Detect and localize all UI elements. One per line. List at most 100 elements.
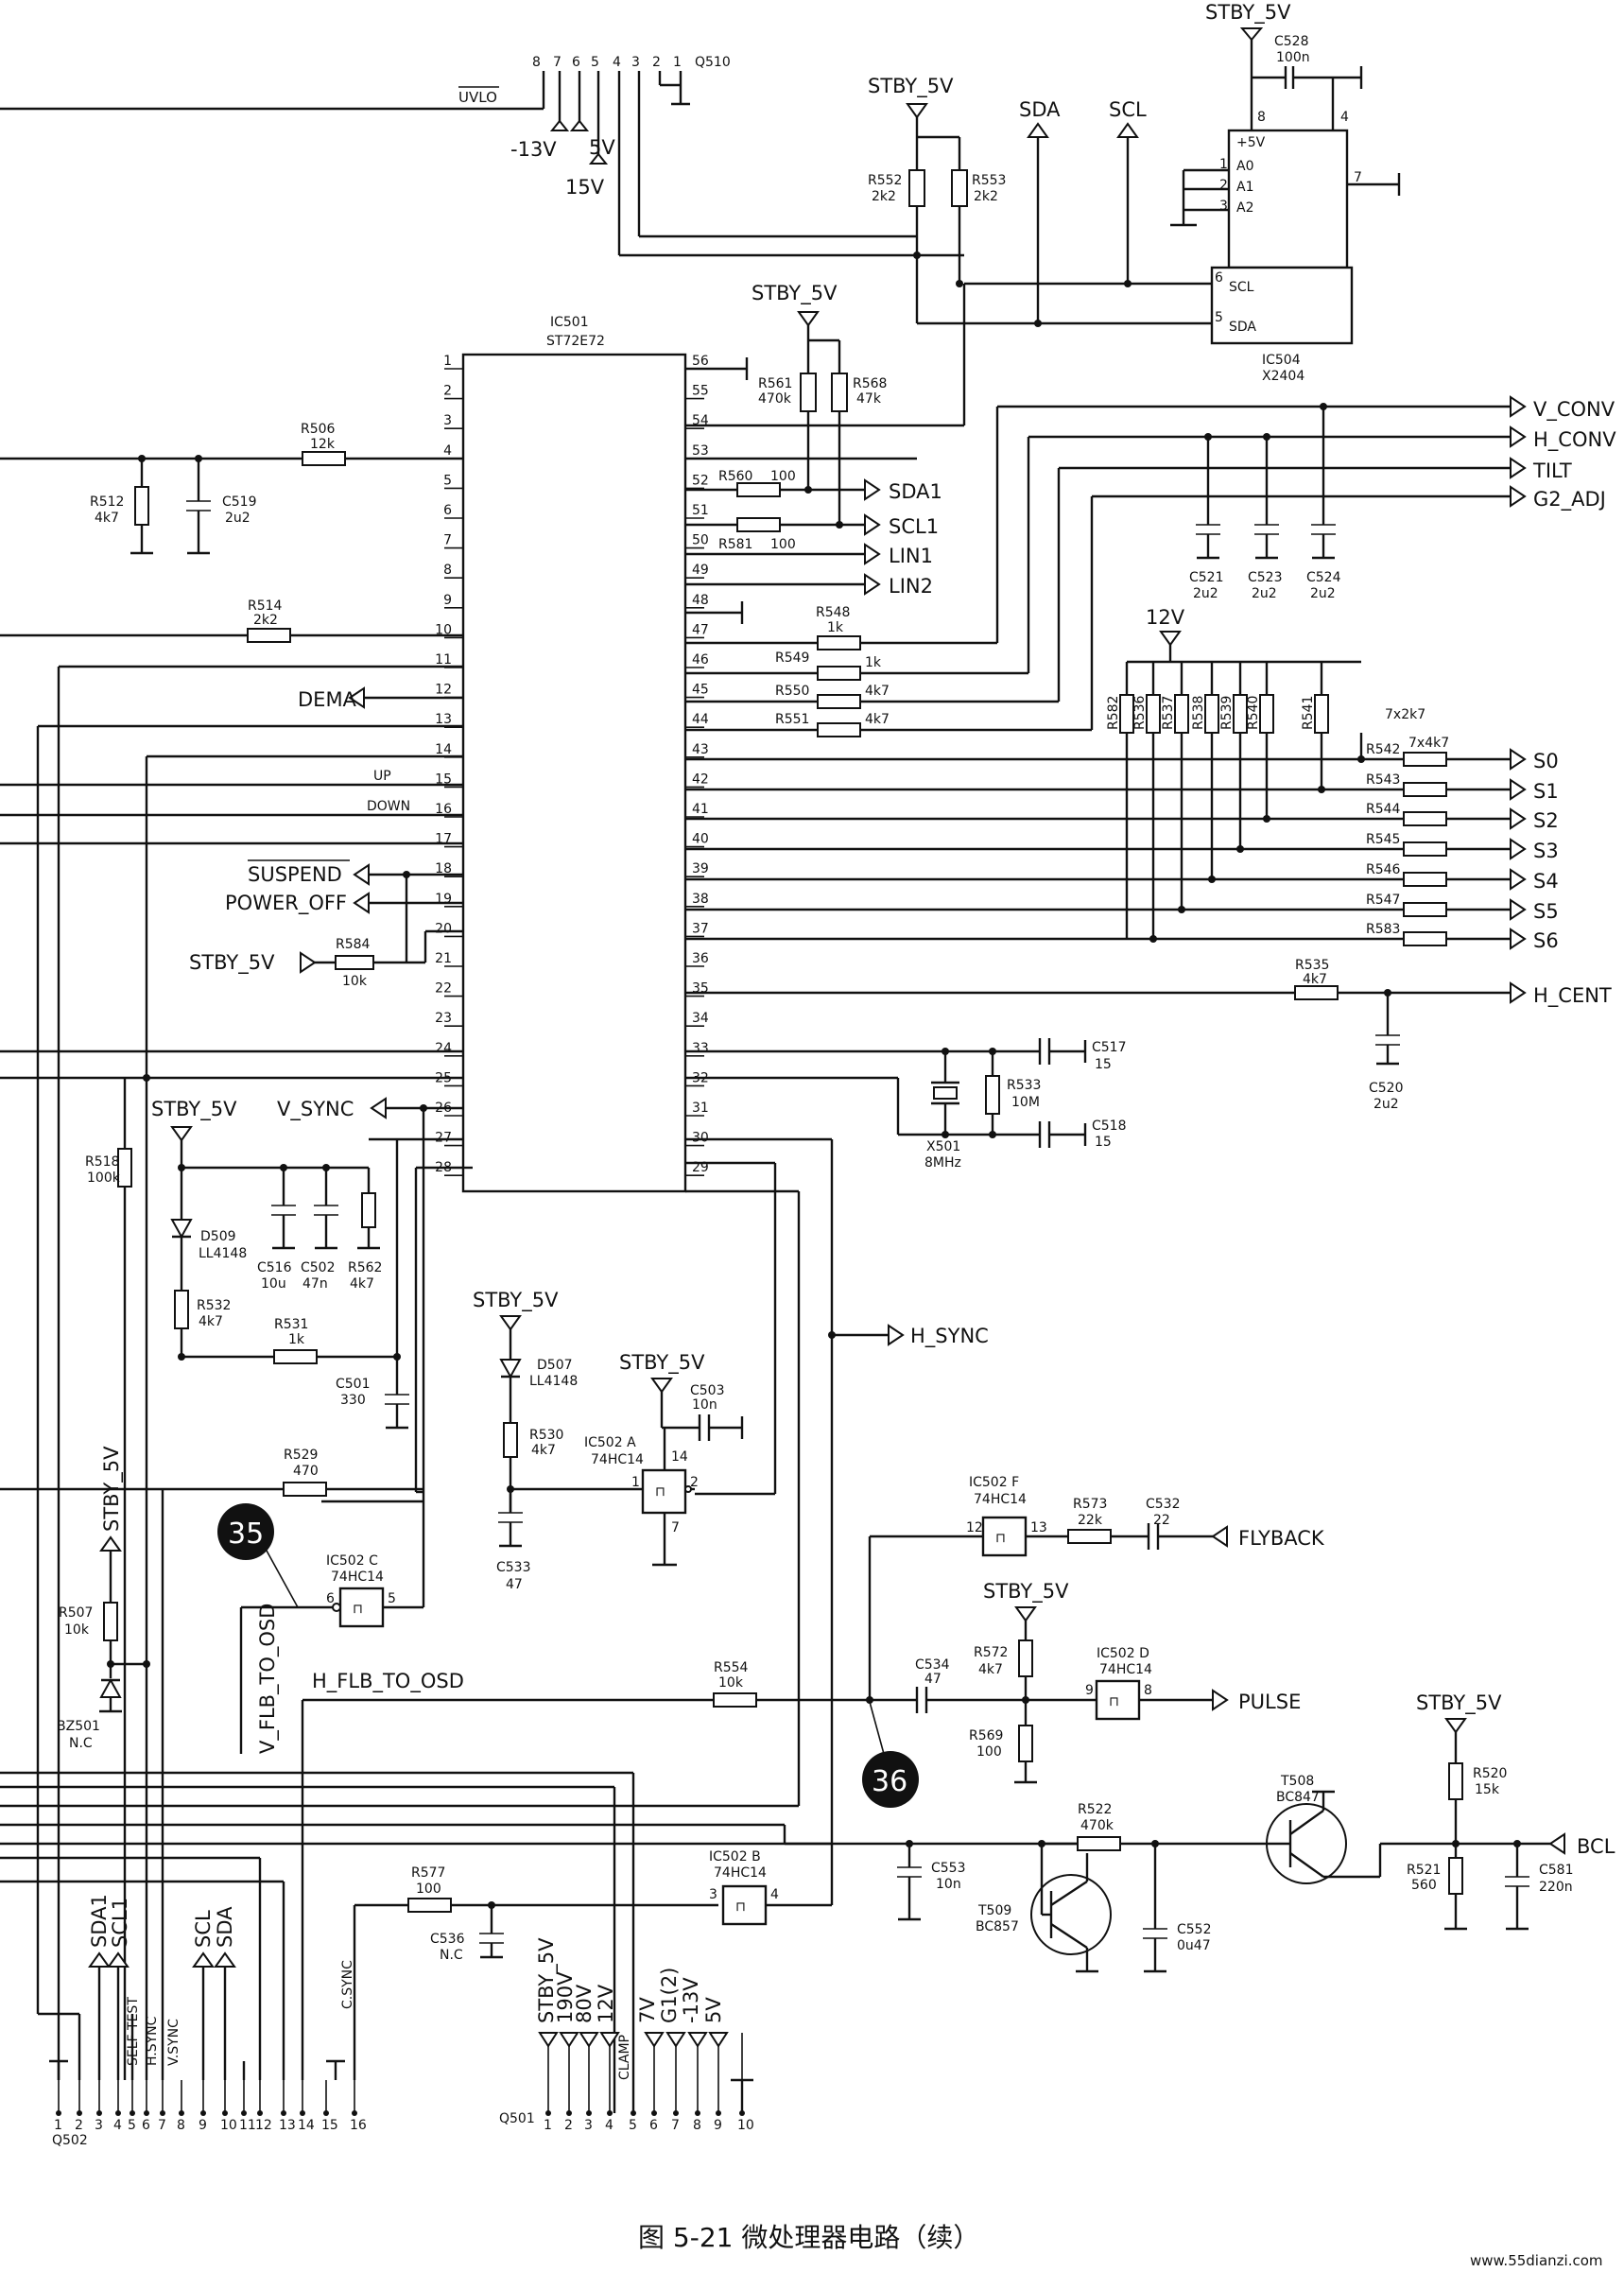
svg-text:2k2: 2k2: [872, 189, 896, 204]
ic501-pin-18: 18: [435, 861, 452, 876]
left-networks: R506 12k R512 4k7 C519 2u2 R514 2k2 DEMA…: [0, 422, 473, 2080]
svg-text:A2: A2: [1236, 200, 1253, 216]
q502-pin-10: 10: [220, 2118, 237, 2133]
svg-text:⊓: ⊓: [1109, 1694, 1119, 1709]
svg-text:8MHz: 8MHz: [924, 1155, 961, 1171]
s4-label: S4: [1533, 870, 1559, 893]
g2-adj-label: G2_ADJ: [1533, 488, 1606, 512]
svg-text:2k2: 2k2: [253, 613, 278, 628]
svg-text:10n: 10n: [936, 1877, 961, 1892]
rarray-series-1: R543: [1366, 772, 1400, 788]
svg-text:C502: C502: [301, 1260, 336, 1275]
svg-text:BZ501: BZ501: [57, 1719, 100, 1734]
svg-text:5: 5: [591, 55, 599, 70]
ic501-pin-40: 40: [692, 832, 709, 847]
svg-text:R521: R521: [1407, 1863, 1441, 1878]
svg-text:R554: R554: [714, 1660, 749, 1675]
svg-text:IC502 C: IC502 C: [326, 1553, 378, 1569]
svg-text:2u2: 2u2: [225, 511, 251, 526]
flyback-label: FLYBACK: [1238, 1527, 1325, 1550]
crystal-x501: R533 10M X501 8MHz C517 15 C518 15: [685, 1038, 1127, 1171]
ic501-pin-6: 6: [443, 503, 452, 518]
s3-label: S3: [1533, 840, 1559, 862]
svg-text:100: 100: [770, 537, 796, 552]
ic501-pin-21: 21: [435, 951, 452, 966]
svg-text:2: 2: [690, 1475, 699, 1490]
rail-minus13v: -13V: [510, 138, 557, 161]
svg-text:1k: 1k: [827, 620, 844, 635]
q501-clamp: CLAMP: [617, 2035, 632, 2080]
rarray-R540: R540: [1246, 696, 1261, 730]
scl1-label: SCL1: [889, 515, 939, 538]
ic501-ref: IC501: [550, 315, 589, 330]
q502-ref: Q502: [52, 2133, 88, 2148]
h-flb-to-osd-label: H_FLB_TO_OSD: [312, 1670, 464, 1693]
rail-15v: 15V: [565, 176, 605, 199]
svg-text:R518: R518: [85, 1154, 119, 1170]
svg-text:C521: C521: [1189, 570, 1224, 585]
svg-text:T509: T509: [977, 1903, 1011, 1918]
svg-text:R535: R535: [1295, 958, 1329, 973]
rarray-R541: R541: [1301, 696, 1316, 730]
v-conv-label: V_CONV: [1533, 398, 1615, 422]
stby5v-left-label: STBY_5V: [189, 951, 275, 975]
svg-text:74HC14: 74HC14: [331, 1570, 384, 1585]
svg-text:R532: R532: [197, 1298, 231, 1313]
svg-text:220n: 220n: [1539, 1880, 1573, 1895]
ic501-pin-42: 42: [692, 772, 709, 787]
svg-text:R569: R569: [969, 1728, 1003, 1743]
q501-pin-5: 5: [629, 2118, 637, 2133]
ic501-pin-31: 31: [692, 1101, 709, 1116]
svg-text:47: 47: [506, 1577, 523, 1592]
svg-text:5: 5: [1215, 310, 1223, 325]
svg-text:9: 9: [1085, 1683, 1094, 1698]
ic501-pin-2: 2: [443, 384, 452, 399]
q501-pin-3: 3: [584, 2118, 593, 2133]
svg-text:R553: R553: [972, 173, 1006, 188]
rarray-R582: R582: [1106, 696, 1121, 730]
rarray-R539: R539: [1219, 696, 1235, 730]
svg-text:R529: R529: [284, 1448, 318, 1463]
ic501-pin-20: 20: [435, 921, 452, 936]
svg-text:12k: 12k: [310, 437, 336, 452]
q501-80v: 80V: [573, 1984, 596, 2023]
svg-text:100n: 100n: [1276, 50, 1310, 65]
svg-text:4: 4: [613, 55, 621, 70]
svg-text:4k7: 4k7: [1303, 972, 1327, 987]
rarray-series-3: R545: [1366, 832, 1400, 847]
svg-text:D509: D509: [200, 1229, 236, 1244]
q501-stby5v: STBY_5V: [535, 1937, 559, 2023]
svg-text:R560: R560: [718, 469, 752, 484]
bz501-network: STBY_5V R507 10k BZ501 N.C: [57, 1446, 150, 1751]
svg-text:74HC14: 74HC14: [1099, 1662, 1152, 1677]
svg-text:R572: R572: [974, 1645, 1008, 1660]
sda1-label: SDA1: [889, 480, 942, 503]
scl-top-label: SCL: [1109, 98, 1147, 121]
svg-text:470k: 470k: [758, 391, 792, 407]
ic501-pin-7: 7: [443, 533, 452, 548]
svg-text:BC857: BC857: [976, 1919, 1019, 1934]
stby5v-label-d509: STBY_5V: [151, 1098, 237, 1121]
bcl-transistors: C553 10n R522 470k T509 BC857 C552 0u47: [0, 1691, 1615, 2080]
q501-7v: 7V: [636, 1997, 659, 2023]
power-off-label: POWER_OFF: [225, 892, 347, 915]
q501-pin-9: 9: [714, 2118, 722, 2133]
ic501-pin-45: 45: [692, 683, 709, 698]
q502-pin-4: 4: [113, 2118, 122, 2133]
ic502a-network: STBY_5V D507 LL4148 R530 4k7 R529 470 C5…: [0, 1161, 777, 2080]
svg-text:C523: C523: [1248, 570, 1283, 585]
ic501-pin-49: 49: [692, 563, 709, 578]
q502-pin-9: 9: [199, 2118, 207, 2133]
q502-pin-15: 15: [321, 2118, 338, 2133]
svg-text:22: 22: [1153, 1513, 1170, 1528]
svg-text:47k: 47k: [856, 391, 882, 407]
svg-text:C520: C520: [1369, 1081, 1404, 1096]
h-cent-label: H_CENT: [1533, 984, 1612, 1008]
uvlo-label: UVLO: [458, 89, 497, 106]
q502-sda: SDA: [214, 1906, 236, 1948]
ic501-pin-13: 13: [435, 712, 452, 727]
svg-text:6: 6: [1215, 270, 1223, 286]
